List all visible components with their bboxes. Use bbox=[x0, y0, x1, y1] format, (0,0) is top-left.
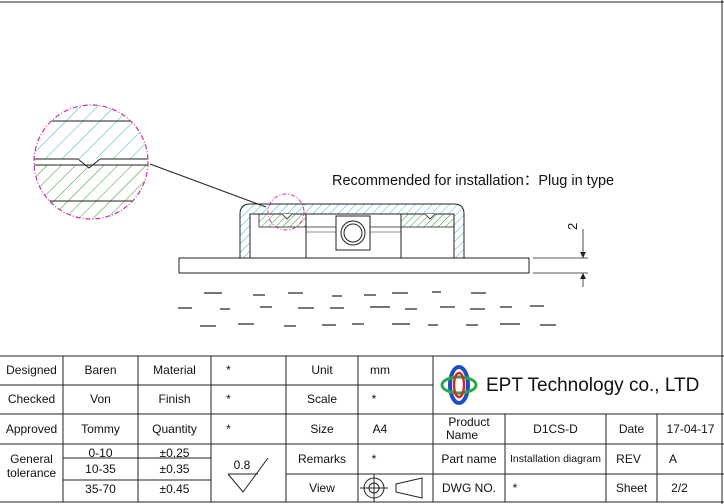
title-block-grid bbox=[0, 355, 724, 503]
detail-zoom-circle bbox=[33, 104, 149, 220]
quantity-label: Quantity bbox=[152, 421, 197, 436]
installation-note: Recommended for installation：Plug in typ… bbox=[332, 173, 615, 189]
date-label: Date bbox=[618, 421, 645, 436]
designed-label: Designed bbox=[6, 363, 57, 377]
dimension-marker bbox=[533, 229, 588, 287]
approved-value: Tommy bbox=[81, 421, 120, 436]
unit-label: Unit bbox=[311, 363, 333, 377]
size-value: A4 bbox=[372, 421, 388, 436]
dwg-label: DWG NO. bbox=[442, 480, 496, 495]
scale-label: Scale bbox=[306, 392, 338, 406]
tolerance-value-3: ±0.45 bbox=[159, 481, 190, 496]
dimension-value: 2 bbox=[565, 222, 580, 230]
finish-label: Finish bbox=[158, 392, 191, 406]
sheet-value: 2/2 bbox=[671, 480, 688, 495]
quantity-value: * bbox=[226, 421, 231, 436]
roughness-symbol bbox=[227, 457, 269, 493]
checked-value: Von bbox=[90, 392, 111, 406]
tolerance-value-1: ±0.25 bbox=[159, 445, 190, 460]
leader-line bbox=[149, 163, 267, 208]
tolerance-label-line1: General bbox=[10, 451, 53, 466]
designed-value: Baren bbox=[84, 363, 117, 377]
sheet-label: Sheet bbox=[615, 480, 648, 495]
size-label: Size bbox=[310, 421, 334, 436]
tolerance-value-2: ±0.35 bbox=[159, 462, 190, 476]
surface-dashes bbox=[178, 291, 556, 327]
part-name-value: Installation diagram bbox=[509, 452, 602, 465]
tolerance-label-line2: tolerance bbox=[6, 465, 57, 480]
base-plate bbox=[178, 257, 530, 274]
material-label: Material bbox=[153, 363, 196, 377]
product-name-label-line1: Product bbox=[448, 415, 490, 429]
cover-section bbox=[239, 203, 465, 259]
callout-circle bbox=[267, 193, 305, 231]
view-label: View bbox=[309, 480, 335, 495]
dwg-value: * bbox=[512, 480, 518, 495]
projection-symbol bbox=[360, 474, 423, 502]
product-name-value: D1CS-D bbox=[533, 421, 578, 436]
rev-label: REV bbox=[616, 451, 641, 466]
approved-label: Approved bbox=[5, 421, 58, 436]
date-value: 17-04-17 bbox=[666, 421, 715, 436]
company-name: EPT Technology co., LTD bbox=[486, 375, 700, 396]
remarks-value: * bbox=[371, 451, 377, 466]
tolerance-range-1: 0-10 bbox=[88, 445, 113, 460]
finish-value: * bbox=[226, 392, 231, 406]
product-name-label-line2: Name bbox=[445, 428, 478, 442]
unit-value: mm bbox=[370, 363, 390, 377]
company-logo-icon bbox=[440, 365, 478, 405]
checked-label: Checked bbox=[7, 392, 56, 406]
material-value: * bbox=[226, 363, 231, 377]
rev-value: A bbox=[668, 451, 677, 466]
remarks-label: Remarks bbox=[297, 451, 346, 466]
tolerance-range-2: 10-35 bbox=[85, 462, 116, 476]
roughness-value: 0.8 bbox=[233, 457, 251, 472]
scale-value: * bbox=[371, 392, 377, 406]
tolerance-range-3: 35-70 bbox=[85, 481, 116, 496]
part-name-label: Part name bbox=[441, 451, 497, 466]
